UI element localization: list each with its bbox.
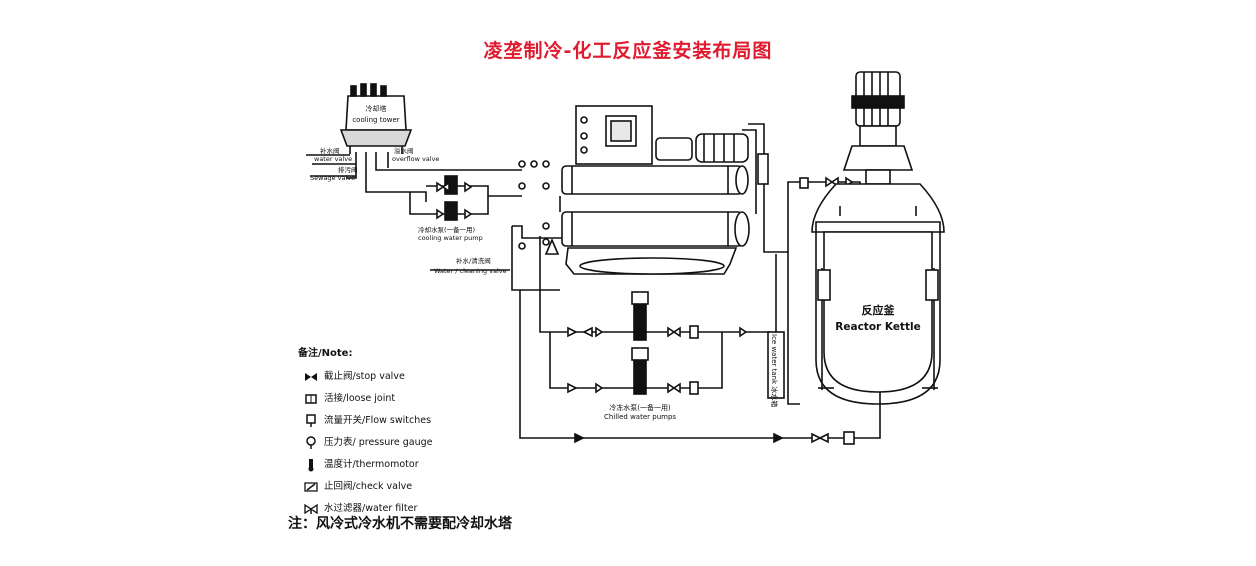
legend-item: 水过滤器/water filter (298, 498, 433, 520)
sewage-valve-label: 排污阀 (338, 165, 358, 174)
legend-item: 流量开关/Flow switches (298, 410, 433, 432)
chilled-pump-label-en: Chilled water pumps (604, 413, 676, 421)
reactor-label-en: Reactor Kettle (835, 321, 920, 333)
legend-label: 压力表/ pressure gauge (324, 437, 433, 448)
legend-label: 截止阀/stop valve (324, 371, 405, 382)
cooling-pump-label-en: cooling water pump (418, 234, 483, 242)
cooling-tower (339, 83, 413, 166)
legend-label: 活接/loose joint (324, 393, 396, 404)
legend: 备注/Note: 截止阀/stop valve 活接/loose joint 流… (298, 343, 433, 520)
legend-item: 截止阀/stop valve (298, 366, 433, 388)
legend-item: 压力表/ pressure gauge (298, 432, 433, 454)
legend-item: 活接/loose joint (298, 388, 433, 410)
water-filter-icon (298, 503, 324, 515)
sewage-valve-label-en: Sewage valve (310, 174, 355, 182)
cooling-pump-label: 冷却水泵(一备一用) (418, 225, 475, 234)
cleaning-valve-label: 补水/清洗阀 (456, 256, 491, 265)
flow-switch-icon (298, 414, 324, 428)
stop-valve-icon (298, 372, 324, 382)
water-valve-label-en: water valve (314, 155, 352, 163)
reactor-label: 反应釜 (862, 303, 896, 317)
legend-heading: 备注/Note: (298, 348, 353, 359)
reactor-kettle (811, 71, 945, 405)
legend-label: 止回阀/check valve (324, 481, 413, 492)
overflow-valve-label-en: overflow valve (392, 155, 439, 163)
legend-label: 温度计/thermomotor (324, 459, 419, 470)
cooling-tower-label-en: cooling tower (352, 116, 399, 124)
chilled-pump-label: 冷冻水泵(一备一用) (609, 403, 671, 412)
chiller-unit (559, 105, 769, 275)
legend-item: 温度计/thermomotor (298, 454, 433, 476)
cooling-tower-label: 冷却塔 (366, 104, 387, 113)
check-valve-icon (298, 481, 324, 493)
thermometer-icon (298, 458, 324, 472)
legend-label: 流量开关/Flow switches (324, 415, 432, 426)
diagram-title: 凌垄制冷-化工反应釜安装布局图 (483, 40, 773, 62)
legend-item: 止回阀/check valve (298, 476, 433, 498)
loose-joint-icon (298, 394, 324, 404)
pressure-gauge-icon (298, 436, 324, 450)
overflow-valve-label: 溢水阀 (394, 146, 414, 155)
legend-label: 水过滤器/water filter (324, 503, 418, 514)
water-valve-label: 补水阀 (320, 146, 340, 155)
footnote: 注：风冷式冷水机不需要配冷却水塔 (288, 516, 512, 532)
cleaning-valve-label-en: Water / cleaning valve (434, 267, 507, 275)
ice-tank-label: Ice water tank 冰水箱 (770, 334, 779, 407)
